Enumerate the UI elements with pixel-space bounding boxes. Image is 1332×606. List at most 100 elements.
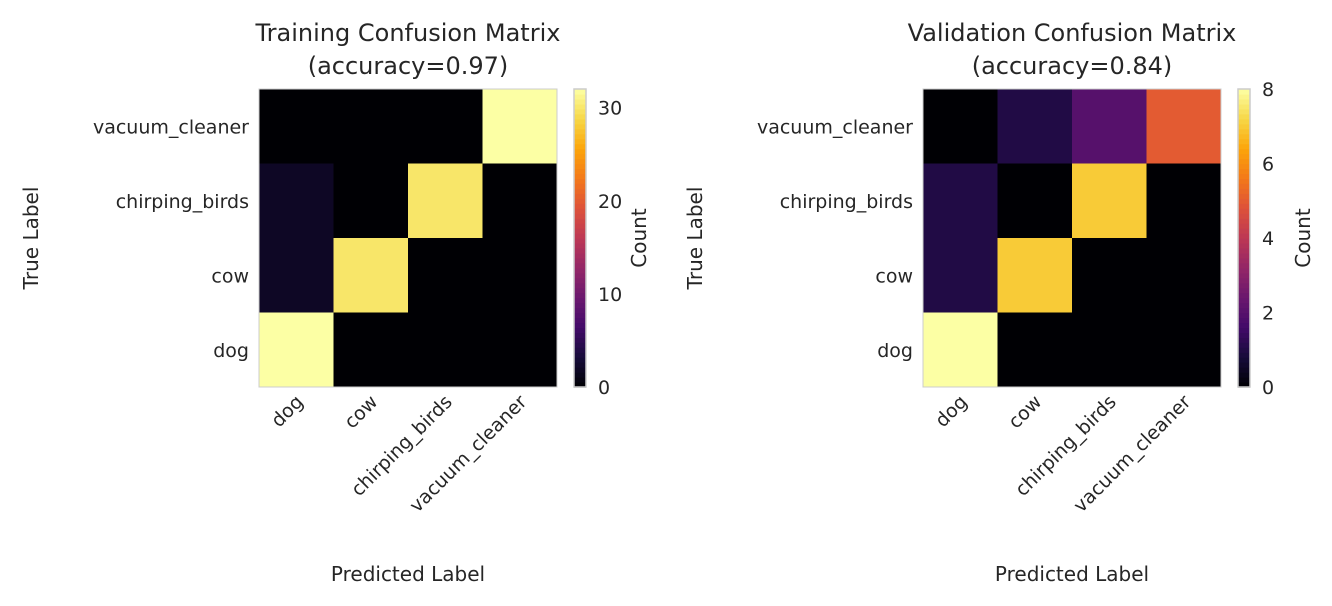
heatmap-cell [259,163,334,239]
colorbar-segment [574,223,586,229]
heatmap-cell [408,238,483,313]
y-tick-label: dog [213,340,249,362]
colorbar-segment [574,103,586,110]
chart-title: Training Confusion Matrix [255,19,561,47]
x-tick-label: cow [340,391,382,433]
colorbar-segment [1238,262,1250,269]
colorbar-segment [1238,332,1250,338]
x-axis-label: Predicted Label [331,562,485,586]
colorbar-segment [574,377,586,383]
colorbar-segment [574,198,586,204]
colorbar-segment [574,153,586,160]
colorbar-tick-label: 20 [598,191,622,213]
y-tick-label: vacuum_cleaner [93,116,249,138]
colorbar-segment [574,163,586,170]
plot-frame [258,88,558,388]
colorbar-segment [1238,312,1250,319]
colorbar-segment [574,347,586,353]
colorbar-segment [1238,257,1250,264]
colorbar-segment [574,203,586,209]
colorbar-segment [574,297,586,304]
heatmap-cell [1146,89,1222,164]
colorbar-segment [574,158,586,165]
colorbar-segment [574,372,586,378]
colorbar-segment [574,352,586,358]
colorbar-segment [574,118,586,125]
colorbar-segment [1238,287,1250,294]
colorbar-segment [1238,183,1250,189]
heatmap-cell [1072,312,1147,388]
y-axis-label: True Label [19,187,43,291]
colorbar-segment [574,382,586,388]
colorbar-segment [1238,272,1250,279]
colorbar-segment [574,178,586,184]
colorbar-segment [574,332,586,338]
colorbar-segment [1238,297,1250,304]
colorbar-segment [1238,98,1250,105]
colorbar-segment [1238,118,1250,125]
chart-subtitle: (accuracy=0.97) [308,52,509,80]
colorbar-segment [574,173,586,179]
y-tick-label: cow [211,265,249,287]
colorbar-segment [574,307,586,314]
colorbar-segment [574,282,586,289]
colorbar-segment [1238,292,1250,299]
colorbar-tick-label: 4 [1262,228,1274,250]
colorbar-segment [1238,372,1250,378]
colorbar-segment [1238,123,1250,130]
colorbar-segment [574,123,586,130]
colorbar-segment [1238,148,1250,155]
colorbar-segment [1238,173,1250,179]
heatmap-cell [923,312,998,388]
heatmap-cell [1146,312,1222,388]
colorbar-label: Count [1291,208,1315,268]
heatmap-cell [333,312,409,388]
colorbar-segment [1238,158,1250,165]
colorbar-segment [574,257,586,264]
colorbar-segment [1238,103,1250,110]
colorbar-segment [574,143,586,150]
colorbar-tick-label: 6 [1262,154,1274,176]
colorbar-segment [574,183,586,189]
colorbar-segment [1238,362,1250,368]
x-axis-label: Predicted Label [995,562,1149,586]
colorbar-segment [1238,357,1250,363]
colorbar-segment [1238,367,1250,373]
colorbar-segment [1238,322,1250,328]
heatmap-cell [408,312,483,388]
colorbar-segment [1238,143,1250,150]
colorbar-segment [574,367,586,373]
colorbar-segment [574,188,586,194]
colorbar-segment [1238,193,1250,199]
colorbar-segment [574,218,586,224]
colorbar-segment [574,287,586,294]
heatmap-cell [482,89,558,164]
colorbar-segment [574,213,586,219]
colorbar-segment [1238,228,1250,234]
colorbar-segment [1238,113,1250,120]
colorbar-segment [1238,302,1250,309]
heatmap-cell [923,89,998,164]
x-tick-label: dog [267,391,308,432]
colorbar-segment [1238,213,1250,219]
colorbar-segment [1238,247,1250,254]
colorbar-segment [1238,128,1250,135]
colorbar-segment [1238,307,1250,314]
colorbar-segment [1238,327,1250,333]
colorbar-segment [574,93,586,100]
colorbar-segment [574,208,586,214]
x-tick-label: cow [1004,391,1046,433]
colorbar-tick-label: 0 [598,377,610,399]
colorbar-segment [574,302,586,309]
colorbar-segment [574,98,586,105]
colorbar-segment [574,138,586,145]
colorbar-segment [574,267,586,274]
colorbar-segment [1238,153,1250,160]
colorbar-segment [1238,203,1250,209]
heatmap-cell [1072,163,1147,239]
colorbar-segment [574,277,586,284]
colorbar-segment [574,89,586,95]
colorbar-segment [574,113,586,120]
colorbar-segment [574,342,586,348]
